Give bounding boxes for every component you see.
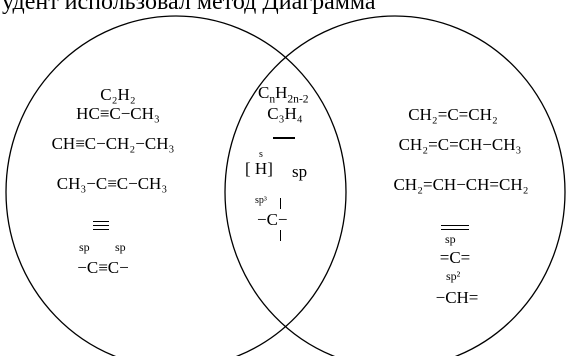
- left-formula-butyne2: CH₃−C≡C−CH₃: [56, 174, 168, 193]
- left-triple-bond: −C≡C−: [77, 258, 129, 277]
- left-circle: [5, 15, 347, 356]
- left-formula-propyne: HC≡C−CH₃: [76, 104, 160, 123]
- right-circle: [224, 15, 566, 356]
- middle-dash-line: [273, 137, 295, 139]
- left-formula-butyne1: CH≡C−CH₂−CH₃: [51, 134, 175, 153]
- right-ch-group: −CH=: [435, 288, 479, 307]
- middle-carbon: −C−: [257, 210, 288, 229]
- middle-sp3-label: sp³: [255, 195, 267, 206]
- right-formula-butadiene12: CH₂=C=CH−CH₃: [398, 135, 522, 154]
- left-formula-c2h2: C₂H₂: [100, 85, 136, 104]
- middle-h-bracket: [ H]: [245, 159, 273, 178]
- middle-s-label: s: [259, 149, 263, 160]
- middle-sp-label: sp: [292, 162, 308, 181]
- middle-bond-up: [280, 198, 281, 209]
- right-sp-label: sp: [445, 232, 456, 246]
- left-sp-label-a: sp: [79, 240, 90, 254]
- left-sp-label-b: sp: [115, 240, 126, 254]
- middle-general-formula: CnH2n-2: [258, 83, 309, 106]
- middle-bond-down: [280, 230, 281, 241]
- heading-text: удент использовал метод Диаграмма: [2, 0, 376, 15]
- right-sp2-label: sp²: [446, 269, 461, 283]
- right-formula-allene: CH₂=C=CH₂: [408, 105, 498, 124]
- middle-formula-c3h4: C₃H₄: [267, 104, 303, 123]
- right-formula-butadiene13: CH₂=CH−CH=CH₂: [393, 175, 529, 194]
- right-cumulated-carbon: =C=: [439, 248, 471, 267]
